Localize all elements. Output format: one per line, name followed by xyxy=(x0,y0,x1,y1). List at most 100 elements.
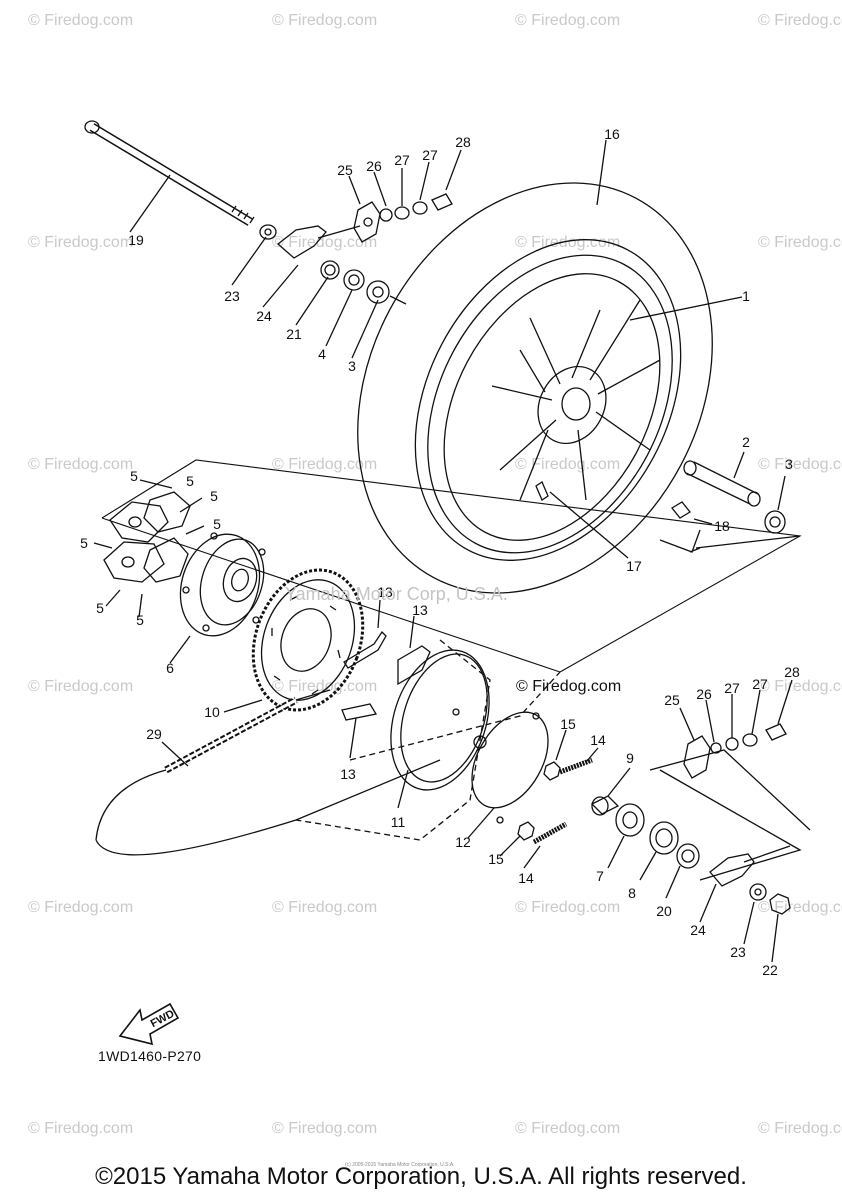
chain-puller-24b xyxy=(709,853,755,887)
callout-label: 3 xyxy=(348,358,356,374)
drive-chain xyxy=(95,689,441,856)
callout-label: 5 xyxy=(96,600,104,616)
bearing-3 xyxy=(366,280,390,304)
brake-cover xyxy=(390,649,490,791)
watermark: © Firedog.com xyxy=(272,678,378,695)
callout-label: 29 xyxy=(146,726,162,742)
callout-label: 23 xyxy=(730,944,746,960)
callout-label: 5 xyxy=(186,473,194,489)
callout-label: 28 xyxy=(784,664,800,680)
watermark: © Firedog.com xyxy=(272,12,378,29)
callout-label: 24 xyxy=(256,308,272,324)
watermark: © Firedog.com xyxy=(28,678,134,695)
watermark: © Firedog.com xyxy=(515,234,621,251)
watermark: © Firedog.com xyxy=(758,12,842,29)
callout-label: 9 xyxy=(626,750,634,766)
watermark: © Firedog.com xyxy=(515,899,621,916)
watermark: © Firedog.com xyxy=(272,1120,378,1137)
clutch-hub xyxy=(179,532,266,637)
watermark: © Firedog.com xyxy=(515,456,621,473)
stud-14a xyxy=(559,757,593,775)
seal-4 xyxy=(343,269,365,291)
callout-label: 28 xyxy=(455,134,471,150)
callout-label: 13 xyxy=(377,584,393,600)
callout-label: 26 xyxy=(366,158,382,174)
callout-label: 8 xyxy=(628,885,636,901)
callout-label: 5 xyxy=(213,516,221,532)
callout-label: 15 xyxy=(560,716,576,732)
bearing-7 xyxy=(615,803,645,837)
watermark: © Firedog.com xyxy=(758,678,842,695)
watermark: © Firedog.com xyxy=(272,899,378,916)
callout-label: 4 xyxy=(318,346,326,362)
callout-label: 16 xyxy=(604,126,620,142)
callout-label: 18 xyxy=(714,518,730,534)
callout-label: 3 xyxy=(785,456,793,472)
callout-label: 11 xyxy=(390,814,406,830)
callout-label: 14 xyxy=(590,732,606,748)
tiny-copyright: (c) 2005-2015 Yamaha Motor Corporation, … xyxy=(345,1162,455,1168)
diagram-code: 1WD1460-P270 xyxy=(98,1048,202,1064)
callout-label: 5 xyxy=(136,612,144,628)
callout-label: 20 xyxy=(656,903,672,919)
callout-label: 15 xyxy=(488,851,504,867)
callout-label: 21 xyxy=(286,326,302,342)
nut-15a xyxy=(543,761,561,781)
chain-puller-24 xyxy=(276,225,327,259)
callout-label: 1 xyxy=(742,288,750,304)
brake-plate-12 xyxy=(471,711,549,809)
bearing-3b xyxy=(764,510,786,534)
lock-plate-13b xyxy=(397,645,431,686)
watermark: © Firedog.com xyxy=(272,234,378,251)
watermark: © Firedog.com xyxy=(758,456,842,473)
collar-20 xyxy=(676,843,700,869)
callout-label: 2 xyxy=(742,434,750,450)
callout-label: 24 xyxy=(690,922,706,938)
collar-18 xyxy=(671,501,691,519)
adjuster-block-25b xyxy=(683,735,711,779)
watermark: © Firedog.com xyxy=(28,899,134,916)
firedog-copyright: © Firedog.com xyxy=(516,678,622,695)
stud-14b xyxy=(532,821,568,845)
collar-21 xyxy=(320,260,340,280)
callout-label: 26 xyxy=(696,686,712,702)
callout-label: 6 xyxy=(166,660,174,676)
watermark: © Firedog.com xyxy=(28,1120,134,1137)
watermark: © Firedog.com xyxy=(28,456,134,473)
fwd-arrow-icon xyxy=(118,1002,180,1046)
seal-8 xyxy=(649,821,679,855)
callout-label: 27 xyxy=(724,680,740,696)
callout-label: 17 xyxy=(626,558,642,574)
footer-copyright: ©2015 Yamaha Motor Corporation, U.S.A. A… xyxy=(95,1163,747,1190)
callout-label: 14 xyxy=(518,870,534,886)
lock-plate-13a xyxy=(343,630,387,669)
watermark: © Firedog.com xyxy=(28,12,134,29)
damper-rubbers xyxy=(103,491,191,583)
nut-22 xyxy=(769,893,791,915)
watermark: © Firedog.com xyxy=(272,456,378,473)
axle-shaft xyxy=(84,120,255,226)
spacer-2 xyxy=(685,461,759,505)
watermark: © Firedog.com xyxy=(758,1120,842,1137)
callout-label: 22 xyxy=(762,962,778,978)
watermark: © Firedog.com xyxy=(28,234,134,251)
rear-wheel xyxy=(357,182,713,594)
washer-23b xyxy=(749,883,767,901)
callout-label: 7 xyxy=(596,868,604,884)
watermark: © Firedog.com xyxy=(515,12,621,29)
callout-label: 10 xyxy=(204,704,220,720)
callout-label: 13 xyxy=(340,766,356,782)
callout-label: 27 xyxy=(752,676,768,692)
adjuster-block-25 xyxy=(353,201,381,243)
callout-label: 25 xyxy=(337,162,353,178)
washer-23 xyxy=(259,224,277,240)
collar-9 xyxy=(590,795,620,815)
callout-label: 12 xyxy=(455,834,471,850)
center-watermark: Yamaha Motor Corp, U.S.A. xyxy=(285,584,508,604)
nut-15b xyxy=(517,821,535,841)
callout-label: 23 xyxy=(224,288,240,304)
valve-17 xyxy=(535,481,549,501)
watermark: © Firedog.com xyxy=(758,234,842,251)
